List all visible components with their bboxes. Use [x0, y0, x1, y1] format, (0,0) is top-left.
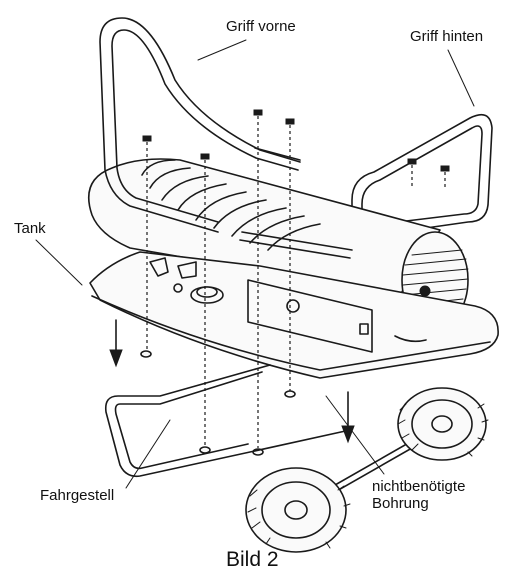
figure-caption: Bild 2	[226, 548, 279, 571]
label-fahrgestell: Fahrgestell	[40, 487, 114, 504]
control-panel	[247, 279, 373, 353]
front-handle	[99, 17, 353, 259]
label-griff-vorne: Griff vorne	[226, 18, 296, 35]
label-griff-hinten: Griff hinten	[410, 28, 483, 45]
front-wheel	[397, 387, 489, 461]
leader-lines	[35, 39, 475, 489]
label-tank: Tank	[14, 220, 46, 237]
fuel-tank	[89, 251, 499, 379]
thermostat-knob	[286, 299, 300, 313]
label-bohrung: Bohrung	[372, 495, 429, 512]
fan-hub	[419, 285, 431, 297]
mounting-screws	[140, 109, 450, 456]
rear-wheel	[245, 467, 351, 553]
label-nichtbenoetigte: nichtbenötigte	[372, 478, 465, 495]
switch	[359, 323, 369, 335]
